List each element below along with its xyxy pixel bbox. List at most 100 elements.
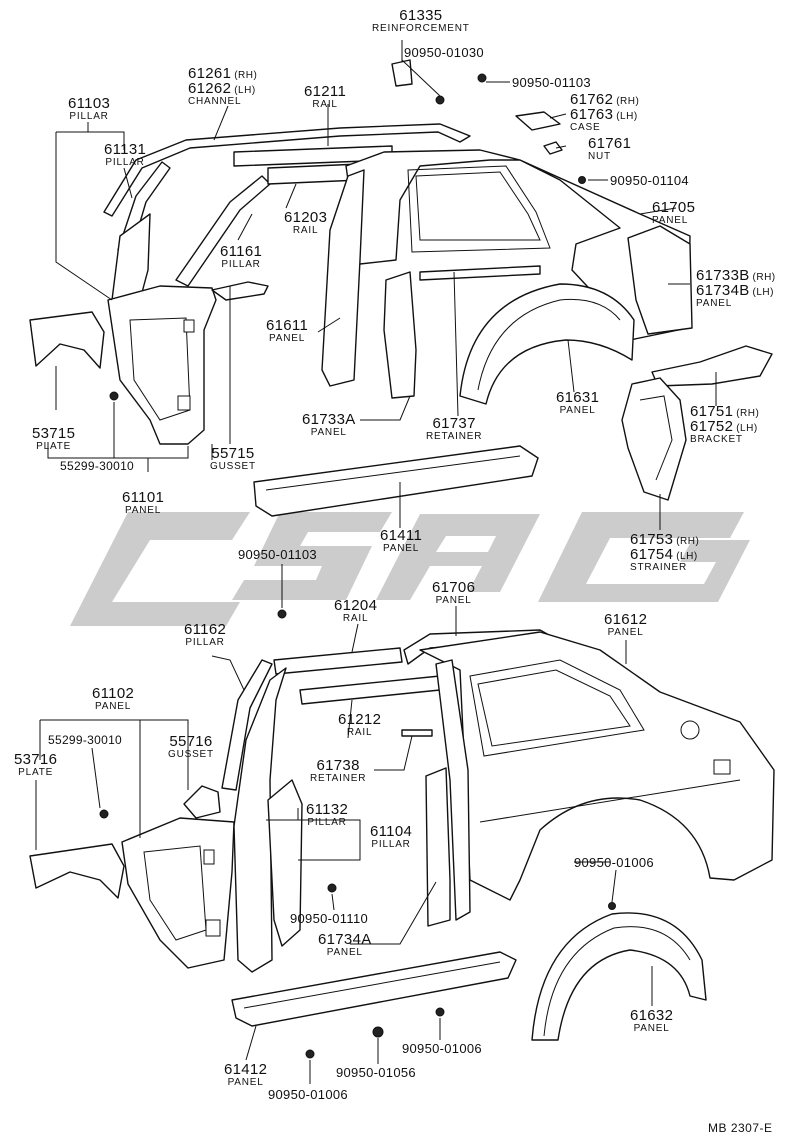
panel-61412-shape [231, 951, 517, 1027]
nut-61761-shape [543, 141, 563, 155]
label-name: PANEL [125, 505, 162, 516]
label-side: (RH) [676, 536, 700, 547]
label-name: PILLAR [371, 839, 411, 850]
bolt-90950-01006-left-shape [305, 1049, 315, 1059]
label-61102: 61102 PANEL [92, 686, 134, 712]
label-number: 90950-01103 [238, 547, 317, 562]
label-61162: 61162 PILLAR [184, 622, 226, 648]
label-number: 61101 [122, 489, 165, 506]
label-61203: 61203 RAIL [284, 210, 327, 236]
label-55715: 55715 GUSSET [210, 446, 256, 472]
label-name: CHANNEL [188, 96, 242, 107]
label-number: 53715 [32, 425, 76, 442]
plate-53716-shape [29, 843, 125, 899]
label-61762-61763: 61762(RH) 61763(LH) CASE [570, 92, 639, 133]
label-61705: 61705 PANEL [652, 200, 695, 226]
label-name: RETAINER [426, 431, 483, 442]
label-61631: 61631 PANEL [556, 390, 599, 416]
label-number: 90950-01110 [290, 911, 368, 926]
label-55716: 55716 GUSSET [168, 734, 214, 760]
label-name: GUSSET [168, 749, 214, 760]
label-name: PILLAR [185, 637, 225, 648]
label-name: RAIL [312, 99, 338, 110]
label-90950-01104: 90950-01104 [610, 174, 689, 187]
label-61751-61752: 61751(RH) 61752(LH) BRACKET [690, 404, 759, 445]
label-name: PANEL [383, 543, 420, 554]
label-side: (RH) [234, 70, 258, 81]
label-name: PANEL [696, 298, 733, 309]
label-61211: 61211 RAIL [304, 84, 346, 110]
label-61412: 61412 PANEL [224, 1062, 267, 1088]
label-name: PANEL [310, 427, 347, 438]
label-name: PILLAR [221, 259, 261, 270]
label-55299-30010-upper: 55299-30010 [60, 460, 134, 472]
label-side: (LH) [736, 423, 758, 434]
label-number: 61104 [370, 823, 413, 840]
channel-61261-shape [103, 123, 471, 217]
label-number: 61161 [220, 243, 263, 260]
label-side: (RH) [736, 408, 760, 419]
label-number: 61733A [302, 411, 356, 428]
pillar-61104-shape [233, 667, 287, 973]
label-61734A: 61734A PANEL [318, 932, 372, 958]
label-number: 61335 [399, 7, 443, 24]
lower-assembly [29, 609, 775, 1059]
label-name: PANEL [326, 947, 363, 958]
label-number: 90950-01030 [404, 45, 484, 60]
strainer-61753-shape [621, 377, 687, 501]
label-number: 61132 [306, 801, 349, 818]
label-side: (LH) [676, 551, 698, 562]
label-number: 61763 [570, 106, 614, 123]
label-number: 61611 [266, 317, 309, 334]
label-name: STRAINER [630, 562, 687, 573]
pillar-61132-shape [267, 779, 303, 947]
panel-61733A-shape [383, 271, 417, 399]
label-61261-61262: 61261(RH) 61262(LH) CHANNEL [188, 66, 257, 107]
label-side: (LH) [752, 287, 774, 298]
bolt-90950-01103-shape [477, 73, 487, 83]
label-61733A: 61733A PANEL [302, 412, 356, 438]
panel-61101-shape [107, 285, 217, 445]
panel-61612-shape [419, 631, 775, 901]
retainer-61738-shape [401, 729, 433, 737]
label-53715: 53715 PLATE [32, 426, 75, 452]
gusset-55715-shape [211, 281, 269, 301]
bracket-61751-shape [651, 345, 773, 387]
label-number: 61102 [92, 685, 135, 702]
label-number: 61261 [188, 65, 232, 82]
label-number: 61103 [68, 95, 111, 112]
label-61204: 61204 RAIL [334, 598, 377, 624]
label-number: 61211 [304, 83, 347, 100]
label-55299-30010-lower: 55299-30010 [48, 734, 122, 746]
label-61335: 61335 REINFORCEMENT [372, 8, 470, 34]
label-name: PANEL [435, 595, 472, 606]
label-name: REINFORCEMENT [372, 23, 470, 34]
label-name: PILLAR [307, 817, 347, 828]
label-number: 61203 [284, 209, 328, 226]
label-number: 61751 [690, 403, 734, 420]
label-61611: 61611 PANEL [266, 318, 308, 344]
label-name: PANEL [633, 1023, 670, 1034]
label-90950-01006-bottom: 90950-01006 [268, 1088, 348, 1101]
label-number: 53716 [14, 751, 58, 768]
label-90950-01103-upper: 90950-01103 [512, 76, 591, 89]
clip-55299-30010-lower-shape [99, 809, 109, 819]
label-61632: 61632 PANEL [630, 1008, 673, 1034]
label-number: 61761 [588, 135, 632, 152]
label-name: PLATE [36, 441, 72, 452]
label-61612: 61612 PANEL [604, 612, 647, 638]
label-side: (LH) [234, 85, 256, 96]
label-number: 61753 [630, 531, 674, 548]
label-number: 61162 [184, 621, 227, 638]
label-number: 55715 [211, 445, 255, 462]
label-side: (RH) [616, 96, 640, 107]
label-61212: 61212 RAIL [338, 712, 381, 738]
plate-53715-shape [29, 311, 105, 369]
leader-lines [35, 40, 717, 1084]
label-name: PLATE [18, 767, 54, 778]
label-61761: 61761 NUT [588, 136, 631, 162]
gusset-55716-shape [183, 785, 221, 819]
watermark-logo [70, 512, 750, 626]
label-side: (LH) [616, 111, 638, 122]
